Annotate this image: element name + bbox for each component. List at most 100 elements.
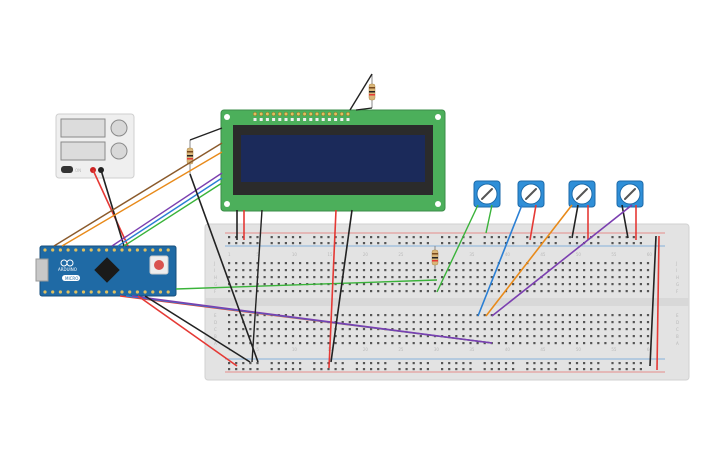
breadboard-hole[interactable]: [455, 276, 458, 279]
breadboard-hole[interactable]: [341, 290, 344, 293]
breadboard-hole[interactable]: [299, 335, 302, 338]
lcd-pin[interactable]: [296, 111, 301, 117]
breadboard-hole[interactable]: [242, 290, 245, 293]
breadboard-hole[interactable]: [284, 321, 287, 324]
wire-black[interactable]: [330, 209, 353, 363]
breadboard-hole[interactable]: [533, 290, 536, 293]
power-rail-hole[interactable]: [575, 368, 579, 371]
lcd-pin[interactable]: [277, 111, 282, 117]
wire-green[interactable]: [123, 182, 223, 247]
breadboard-hole[interactable]: [632, 269, 635, 272]
breadboard-hole[interactable]: [348, 314, 351, 317]
power-rail-hole[interactable]: [597, 236, 600, 239]
arduino-pin[interactable]: [74, 290, 78, 294]
breadboard-hole[interactable]: [646, 283, 650, 286]
power-rail-hole[interactable]: [299, 236, 302, 239]
power-rail-hole[interactable]: [469, 368, 472, 371]
breadboard-hole[interactable]: [519, 262, 522, 265]
breadboard-hole[interactable]: [313, 314, 316, 317]
breadboard-hole[interactable]: [355, 314, 358, 317]
lcd-pin[interactable]: [259, 111, 264, 117]
power-rail-hole[interactable]: [270, 362, 273, 365]
breadboard[interactable]: 1155101015152020252530303535404045455050…: [204, 223, 690, 381]
breadboard-hole[interactable]: [306, 314, 309, 317]
breadboard-hole[interactable]: [618, 283, 621, 286]
power-rail-hole[interactable]: [270, 242, 273, 245]
breadboard-hole[interactable]: [448, 262, 451, 265]
breadboard-hole[interactable]: [625, 283, 628, 286]
breadboard-hole[interactable]: [604, 314, 607, 317]
breadboard-hole[interactable]: [604, 262, 607, 265]
breadboard-hole[interactable]: [540, 321, 543, 324]
breadboard-hole[interactable]: [490, 328, 493, 331]
lcd-pin[interactable]: [308, 111, 313, 117]
breadboard-hole[interactable]: [412, 269, 415, 272]
power-rail-hole[interactable]: [554, 242, 557, 245]
breadboard-hole[interactable]: [249, 290, 252, 293]
wire-green[interactable]: [485, 204, 493, 234]
breadboard-hole[interactable]: [646, 276, 650, 279]
power-rail-hole[interactable]: [639, 242, 642, 245]
breadboard-hole[interactable]: [433, 342, 437, 345]
breadboard-hole[interactable]: [533, 321, 536, 324]
breadboard-hole[interactable]: [235, 283, 238, 286]
breadboard-hole[interactable]: [469, 283, 472, 286]
resistor-breadboard[interactable]: [431, 246, 439, 270]
arduino-pin[interactable]: [89, 290, 93, 294]
power-rail-hole[interactable]: [469, 236, 472, 239]
breadboard-hole[interactable]: [263, 328, 266, 331]
breadboard-hole[interactable]: [412, 276, 415, 279]
power-rail-hole[interactable]: [583, 368, 586, 371]
power-rail-hole[interactable]: [277, 368, 280, 371]
breadboard-hole[interactable]: [320, 262, 323, 265]
breadboard-hole[interactable]: [405, 314, 408, 317]
breadboard-hole[interactable]: [277, 269, 280, 272]
breadboard-hole[interactable]: [320, 328, 323, 331]
breadboard-hole[interactable]: [433, 328, 437, 331]
power-rail-hole[interactable]: [277, 362, 280, 365]
power-rail-hole[interactable]: [441, 236, 444, 239]
breadboard-hole[interactable]: [384, 314, 387, 317]
arduino-pin[interactable]: [51, 248, 55, 252]
power-rail-hole[interactable]: [497, 242, 500, 245]
power-rail-hole[interactable]: [483, 236, 486, 239]
breadboard-hole[interactable]: [391, 290, 394, 293]
breadboard-hole[interactable]: [242, 283, 245, 286]
breadboard-hole[interactable]: [568, 276, 571, 279]
power-rail-hole[interactable]: [341, 242, 344, 245]
power-rail-hole[interactable]: [228, 236, 231, 239]
breadboard-hole[interactable]: [554, 321, 557, 324]
breadboard-hole[interactable]: [334, 262, 337, 265]
power-rail-hole[interactable]: [384, 368, 387, 371]
power-supply[interactable]: ON: [55, 113, 135, 179]
power-rail-hole[interactable]: [547, 362, 550, 365]
wire-black[interactable]: [621, 204, 629, 239]
power-rail-hole[interactable]: [639, 362, 642, 365]
breadboard-hole[interactable]: [277, 328, 280, 331]
breadboard-hole[interactable]: [533, 335, 536, 338]
arduino-pin[interactable]: [135, 248, 139, 252]
breadboard-hole[interactable]: [405, 269, 408, 272]
lcd-pin[interactable]: [265, 111, 270, 117]
breadboard-hole[interactable]: [476, 276, 479, 279]
lcd-pin[interactable]: [321, 111, 326, 117]
breadboard-hole[interactable]: [490, 276, 493, 279]
breadboard-hole[interactable]: [242, 314, 245, 317]
breadboard-hole[interactable]: [306, 342, 309, 345]
power-rail-hole[interactable]: [384, 242, 387, 245]
arduino-pin[interactable]: [43, 290, 47, 294]
arduino-pin[interactable]: [166, 248, 170, 252]
breadboard-hole[interactable]: [405, 328, 408, 331]
breadboard-hole[interactable]: [370, 269, 373, 272]
breadboard-hole[interactable]: [639, 314, 642, 317]
power-rail-hole[interactable]: [405, 236, 408, 239]
breadboard-hole[interactable]: [504, 335, 508, 338]
wire-black[interactable]: [649, 235, 657, 367]
breadboard-hole[interactable]: [611, 276, 614, 279]
breadboard-hole[interactable]: [249, 335, 252, 338]
breadboard-hole[interactable]: [270, 283, 273, 286]
breadboard-hole[interactable]: [483, 342, 486, 345]
breadboard-hole[interactable]: [646, 269, 650, 272]
breadboard-hole[interactable]: [291, 321, 295, 324]
breadboard-hole[interactable]: [348, 328, 351, 331]
